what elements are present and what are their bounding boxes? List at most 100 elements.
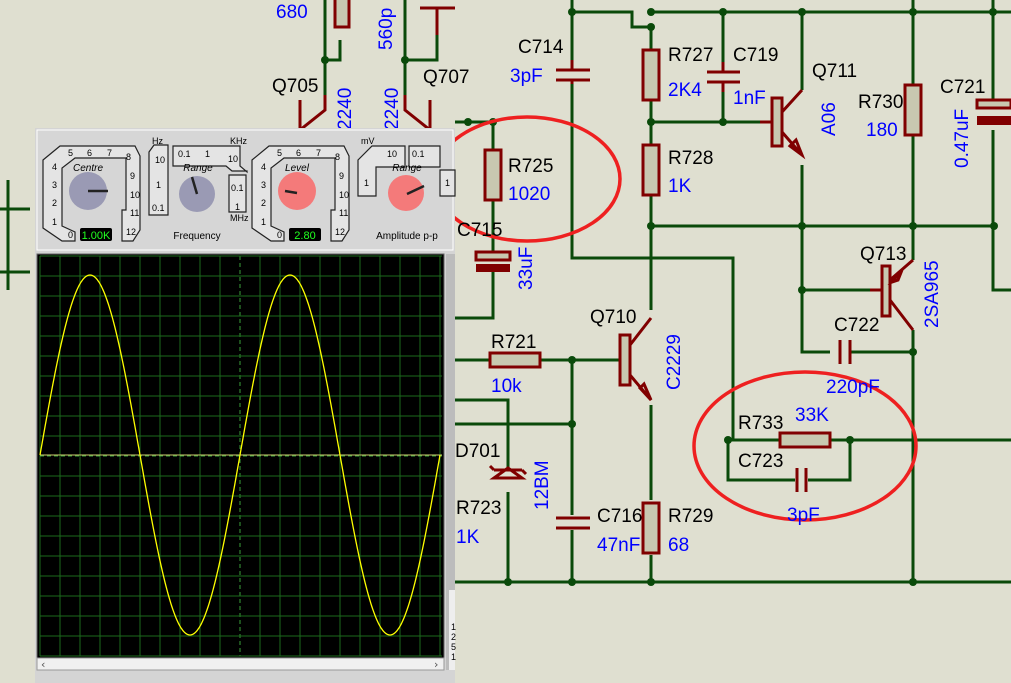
ref-q707: Q707 [423,67,469,88]
centre-scale-mark: 10 [130,190,140,200]
component-labels: 680 560p Q705 2240 Q707 2240 C714 3pF R7… [272,2,985,556]
value-680: 680 [276,2,308,23]
level-scale-mark: 12 [335,227,345,237]
ref-r721: R721 [491,332,536,353]
level-display: 2.80 [294,230,315,242]
ref-q705: Q705 [272,76,318,97]
level-scale-mark: 11 [339,208,348,218]
value-560p: 560p [376,8,397,50]
right-panel-text: 5 [451,642,456,652]
value-c716: 47nF [597,535,640,556]
value-q710: C2229 [664,334,685,390]
centre-label: Centre [73,163,103,174]
level-scale-mark: 2 [261,198,266,208]
level-scale-mark: 3 [261,180,266,190]
mv-unit: mV [361,136,375,146]
hz-option[interactable]: 1 [156,180,161,190]
mhz-option[interactable]: 0.1 [231,183,244,193]
value-r723: 1K [456,527,480,548]
scroll-left-icon[interactable]: ‹ [41,658,45,671]
value-c719: 1nF [733,88,766,109]
ref-c722: C722 [834,315,879,336]
value-d701: 12BM [532,460,553,510]
frequency-range-label: Range [183,163,213,174]
ref-c721: C721 [940,77,985,98]
centre-scale-mark: 9 [130,171,135,181]
centre-scale-mark: 5 [68,148,73,158]
ref-r728: R728 [668,148,713,169]
level-dial-group: Level 2.80 [251,145,350,242]
ref-c714: C714 [518,37,564,58]
amplitude-label: Amplitude p-p [376,231,438,242]
khz-unit: KHz [230,136,248,146]
level-scale-mark: 1 [261,217,266,227]
value-c722: 220pF [826,377,880,398]
hz-unit: Hz [152,136,163,146]
scope-trace [39,274,441,636]
ref-q711: Q711 [812,61,857,82]
mv-option[interactable]: 10 [387,149,397,159]
highlight-circle-r733-c723 [692,370,918,522]
hz-option[interactable]: 10 [155,155,165,165]
level-scale-mark: 10 [339,190,349,200]
centre-scale-mark: 7 [107,148,112,158]
right-panel-text: 2 [451,632,456,642]
scope-grid [39,255,442,657]
amplitude-range-knob[interactable] [388,175,424,211]
scroll-right-icon[interactable]: › [434,658,438,671]
level-scale-mark: 4 [261,162,266,172]
right-panel-text: 1 [451,622,456,632]
value-r728: 1K [668,176,692,197]
ref-r727: R727 [668,45,713,66]
centre-scale-mark: 4 [52,162,57,172]
junction-dots [321,8,998,586]
khz-option[interactable]: 10 [228,154,238,164]
centre-scale-mark: 8 [126,152,131,162]
value-r725: 1020 [508,184,550,205]
frequency-range-group: Range Hz KHz MHz 10 1 0.1 0.1 1 10 0.1 1… [148,136,249,242]
value-q711: A06 [819,102,840,136]
level-scale-mark: 0 [277,230,282,240]
ref-c719: C719 [733,45,778,66]
level-label: Level [285,163,310,174]
amplitude-range-group: Range mV 10 1 0.1 1 Amplitude p-p [357,136,456,242]
khz-option[interactable]: 0.1 [178,149,191,159]
ref-c723: C723 [738,451,783,472]
ref-r723: R723 [456,498,501,519]
ref-r725: R725 [508,156,553,177]
right-panel-text: 1 [451,652,456,662]
value-q705: 2240 [335,88,356,130]
frequency-label: Frequency [173,231,220,242]
ref-d701: D701 [455,441,500,462]
centre-scale-mark: 3 [52,180,57,190]
value-c714: 3pF [510,66,543,87]
horizontal-scrollbar[interactable] [36,657,445,671]
ref-c716: C716 [597,506,642,527]
v-option[interactable]: 1 [445,178,450,188]
ref-q713: Q713 [860,244,906,265]
v-option[interactable]: 0.1 [412,149,425,159]
value-c723: 3pF [787,505,820,526]
mhz-option[interactable]: 1 [235,202,240,212]
hz-option[interactable]: 0.1 [152,203,165,213]
centre-scale-mark: 2 [52,198,57,208]
mv-option[interactable]: 1 [364,178,369,188]
value-r721: 10k [491,376,522,397]
level-scale-mark: 5 [277,148,282,158]
value-r730: 180 [866,120,898,141]
value-r729: 68 [668,535,689,556]
centre-scale-mark: 12 [126,227,136,237]
level-scale-mark: 6 [296,148,301,158]
ref-r730: R730 [858,92,903,113]
centre-display: 1.00K [82,230,111,242]
ref-r729: R729 [668,506,713,527]
level-scale-mark: 9 [339,171,344,181]
centre-scale-mark: 11 [130,208,139,218]
level-knob[interactable] [278,172,316,210]
centre-scale-mark: 6 [87,148,92,158]
khz-option[interactable]: 1 [205,149,210,159]
value-r727: 2K4 [668,80,702,101]
value-c715: 33uF [516,247,537,290]
